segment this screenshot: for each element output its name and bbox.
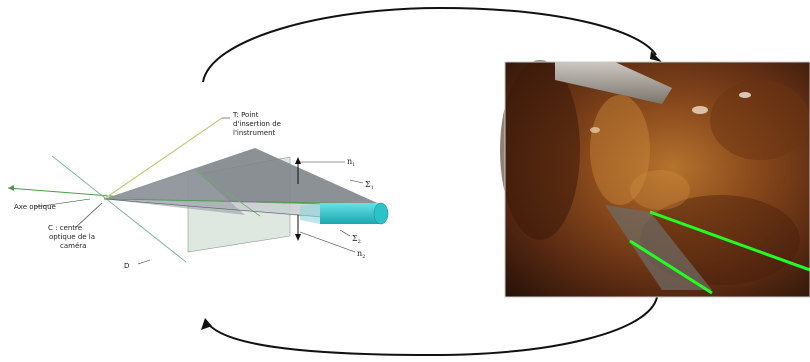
label-sigma1: Σ1 [365, 180, 374, 191]
label-t-point-1: T: Point [232, 111, 259, 119]
instrument-cylinder [300, 203, 388, 224]
label-sigma2: Σ2 [352, 234, 361, 245]
label-n2: n2 [357, 249, 365, 260]
label-d: D [124, 262, 129, 270]
bottom-curved-arrow-icon [201, 297, 657, 355]
label-c-centre-2: optique de la [49, 233, 95, 241]
label-t-point-3: l'instrument [233, 129, 276, 137]
label-n1: n1 [347, 157, 355, 168]
label-c-centre-1: C : centre [48, 224, 82, 232]
label-axe-optique: Axe optique [14, 203, 56, 211]
label-t-point-2: d'insertion de [233, 120, 281, 128]
endoscopic-image [500, 60, 810, 297]
geometry-diagram: T: Point d'insertion de l'instrument Axe… [8, 111, 388, 270]
label-c-centre-3: caméra [60, 242, 86, 250]
